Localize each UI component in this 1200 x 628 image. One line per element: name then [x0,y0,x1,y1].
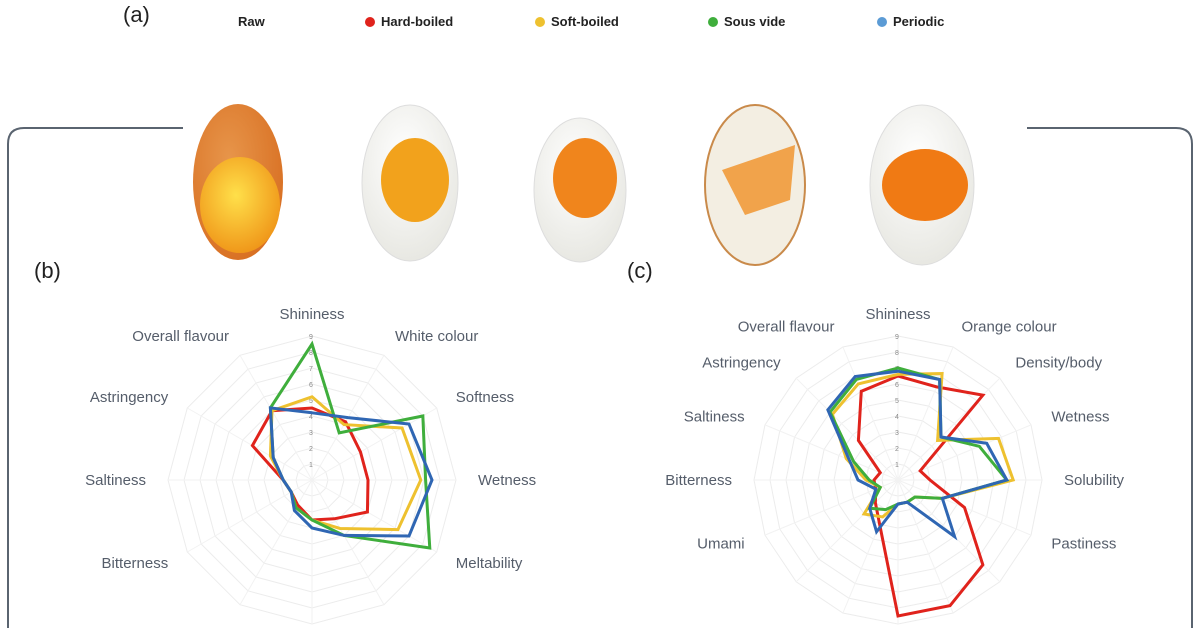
grid-spoke [897,479,954,614]
tick-label: 8 [309,350,313,357]
legend-dot-icon [708,16,718,27]
legend-label: Soft-boiled [551,14,619,29]
grid-spoke [842,479,899,614]
legend-raw: Raw [238,14,265,29]
grid-spoke [764,424,899,481]
tick-label: 3 [309,430,313,437]
axis-label: Wetness [478,472,536,489]
axis-label: Overall flavour [132,328,229,345]
series-hard-boiled [856,374,986,618]
panel-label-c: (c) [627,258,653,283]
grid-spoke [239,479,313,605]
grid-spoke [897,346,954,481]
legend-label: Raw [238,14,265,29]
egg-soft-boiled [533,117,627,263]
egg-raw [193,104,283,260]
legend-dot-icon [535,16,545,27]
axis-label: Meltability [456,555,523,572]
series-periodic [268,406,434,538]
series-periodic [826,369,1010,541]
grid-spoke [795,377,899,481]
tick-label: 9 [309,334,313,341]
axis-label: Pastiness [1051,536,1116,553]
legend-periodic: Periodic [877,14,944,29]
axis-label: Softness [456,389,514,406]
tick-label: 6 [895,382,899,389]
grid-spoke [311,407,437,481]
tick-label: 1 [895,462,899,469]
legend-dot-icon [877,16,887,27]
tick-label: 9 [895,334,899,341]
legend-label: Hard-boiled [381,14,454,29]
grid-spoke [187,407,313,481]
tick-label: 2 [895,446,899,453]
egg-sous-vide [704,104,806,266]
frame-left [7,127,183,628]
axis-label: Bitterness [665,472,732,489]
tick-label: 5 [895,398,899,405]
legend-hard-boiled: Hard-boiled [365,14,453,29]
frame-right [1027,127,1193,628]
axis-label: Solubility [1064,472,1125,489]
tick-label: 4 [309,414,313,421]
tick-label: 3 [895,430,899,437]
tick-label: 8 [895,350,899,357]
grid-spoke [842,346,899,481]
grid-spoke [187,479,313,553]
grid-spoke [897,377,1001,481]
axis-label: Bitterness [102,555,169,572]
tick-label: 4 [895,414,899,421]
legend-soft-boiled: Soft-boiled [535,14,619,29]
grid-spoke [311,479,385,605]
tick-label: 1 [309,462,313,469]
axis-label: Umami [697,536,745,553]
tick-label: 6 [309,382,313,389]
axis-label: Saltiness [684,408,745,425]
legend-label: Periodic [893,14,945,29]
egg-periodic [869,104,975,266]
axis-label: Shininess [865,306,930,323]
tick-label: 7 [309,366,313,373]
legend-sous-vide: Sous vide [708,14,785,29]
axis-label: Shininess [279,306,344,323]
tick-label: 2 [309,446,313,453]
legend-label: Sous vide [724,14,786,29]
grid-spoke [795,479,899,583]
axis-label: Overall flavour [738,319,835,336]
axis-label: Wetness [1051,408,1109,425]
grid-spoke [311,479,437,553]
tick-label: 5 [309,398,313,405]
legend-dot-icon [365,16,375,27]
axis-label: White colour [395,328,478,345]
series-sous-vide [268,340,432,550]
axis-label: Density/body [1015,355,1102,372]
panel-label-b: (b) [34,258,61,283]
egg-hard-boiled [361,104,459,262]
axis-label: Saltiness [85,472,146,489]
panel-label-a: (a) [123,2,150,27]
grid-spoke [239,355,313,481]
axis-label: Orange colour [962,319,1057,336]
axis-label: Astringency [702,355,781,372]
axis-label: Astringency [90,389,169,406]
